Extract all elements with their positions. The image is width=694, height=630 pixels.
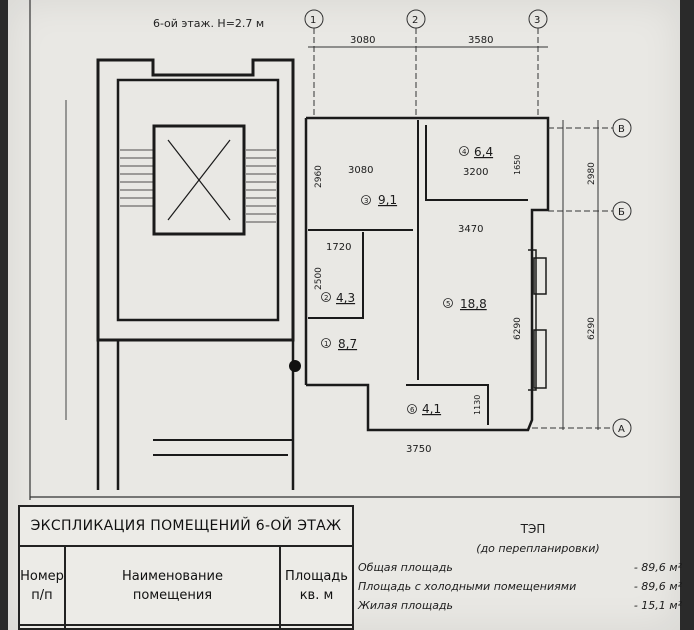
dim-top-1: 3080	[350, 35, 375, 46]
tep-block: ТЭП (до перепланировки) Общая площадь- 8…	[358, 522, 688, 612]
svg-text:3: 3	[364, 197, 368, 205]
room-4-area: 6,4	[474, 145, 493, 159]
dim-room4-width: 3200	[463, 167, 488, 178]
dim-room2-height: 2500	[314, 267, 324, 290]
room-5-area: 18,8	[460, 297, 487, 311]
room-1-area: 8,7	[338, 337, 357, 351]
room-4: 4 6,4	[459, 145, 493, 159]
svg-text:5: 5	[446, 300, 450, 308]
dim-axis-B-V: 2980	[587, 162, 597, 185]
svg-text:1: 1	[324, 340, 328, 348]
dim-room3-width: 3080	[348, 165, 373, 176]
col-area-header: Площадь кв. м	[285, 569, 348, 603]
dim-top-2: 3580	[468, 35, 493, 46]
svg-text:6: 6	[410, 406, 415, 414]
tep-row: Площадь с холодными помещениями- 89,6 м²	[358, 580, 682, 593]
room-6: 6 4,1	[407, 402, 441, 416]
axis-3: 3	[534, 15, 540, 26]
dim-axis-A-B: 6290	[587, 317, 597, 340]
axis-B: Б	[618, 207, 625, 218]
riser-marker	[289, 360, 301, 372]
apartment-walls	[304, 116, 550, 432]
svg-text:4: 4	[462, 148, 467, 156]
tep-title: ТЭП	[520, 522, 546, 536]
dim-room6-height: 1130	[473, 395, 482, 415]
drawing-sheet: 6-ой этаж. Н=2.7 м	[8, 0, 682, 630]
explication-table: ЭКСПЛИКАЦИЯ ПОМЕЩЕНИЙ 6-ОЙ ЭТАЖ Номер п/…	[18, 505, 354, 630]
axis-markers	[304, 9, 632, 438]
tep-row: Жилая площадь- 15,1 м²	[358, 599, 682, 612]
tep-subtitle: (до перепланировки)	[476, 542, 600, 555]
tep-row: Общая площадь- 89,6 м²	[358, 561, 682, 574]
stair-core	[96, 58, 295, 490]
dim-room2-width: 1720	[326, 242, 351, 253]
dim-room5-height: 6290	[513, 317, 523, 340]
axis-2: 2	[412, 15, 418, 26]
floor-caption: 6-ой этаж. Н=2.7 м	[153, 17, 265, 30]
floor-plan: 1 2 3 В Б А 3080 3580 3080 3200 2960 172…	[29, 0, 680, 500]
col-name-header: Наименование помещения	[66, 547, 281, 630]
dim-room5-width: 3470	[458, 224, 483, 235]
room-2-area: 4,3	[336, 291, 355, 305]
room-3-area: 9,1	[378, 193, 397, 207]
dim-room4-height: 1650	[513, 155, 522, 175]
axis-V: В	[618, 124, 625, 135]
axis-A: А	[618, 424, 625, 435]
dim-room6-width: 3750	[406, 444, 431, 455]
svg-text:2: 2	[324, 294, 328, 302]
dim-room3-height: 2960	[314, 165, 324, 188]
col-number-header: Номер п/п	[20, 547, 66, 630]
axis-1: 1	[310, 15, 316, 26]
explication-title: ЭКСПЛИКАЦИЯ ПОМЕЩЕНИЙ 6-ОЙ ЭТАЖ	[20, 507, 352, 547]
room-3: 3 9,1	[361, 193, 397, 207]
room-2: 2 4,3	[321, 291, 355, 305]
room-6-area: 4,1	[422, 402, 441, 416]
room-5: 5 18,8	[443, 297, 487, 311]
room-1: 1 8,7	[321, 337, 357, 351]
